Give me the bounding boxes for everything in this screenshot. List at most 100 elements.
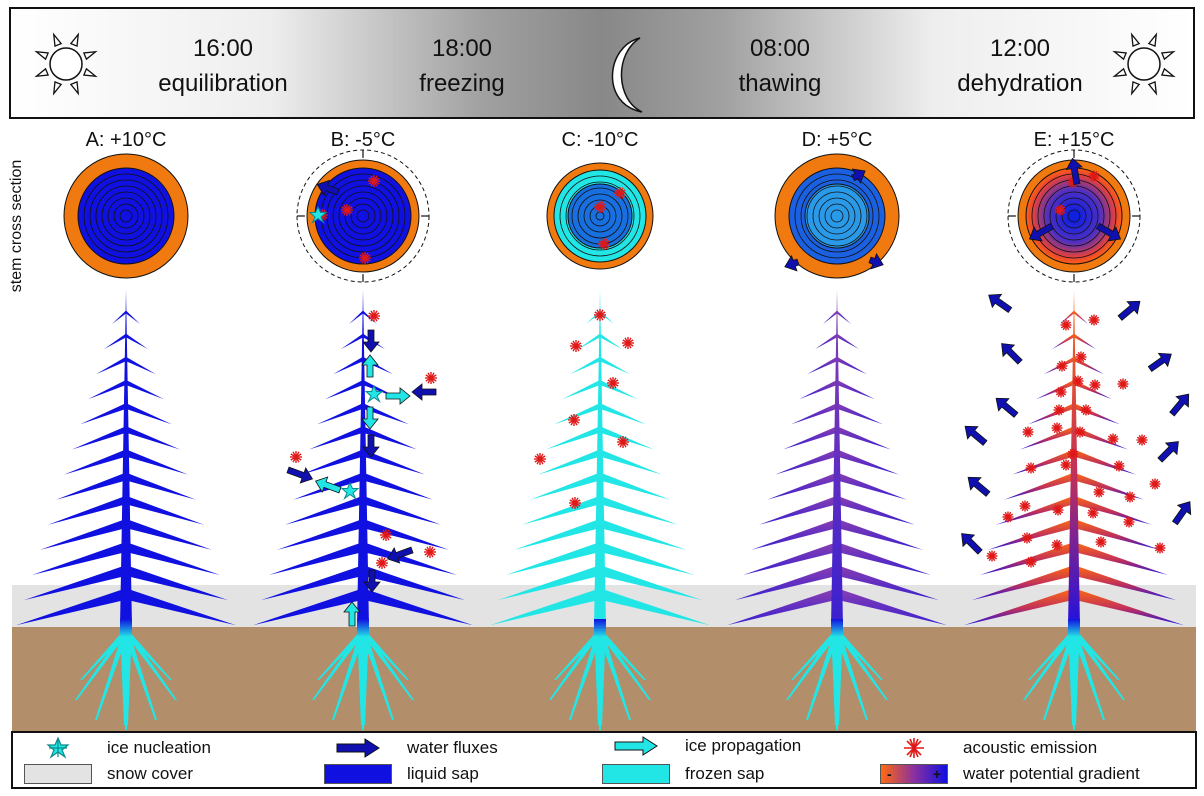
acoustic-emission-marker	[424, 546, 436, 558]
water-flux-arrow	[1001, 343, 1023, 365]
water-potential-gradient-swatch: - +	[880, 764, 948, 784]
branch	[522, 495, 600, 525]
acoustic-emission-marker	[1060, 459, 1072, 471]
branch	[815, 333, 837, 350]
acoustic-emission-marker	[341, 204, 353, 216]
acoustic-emission-marker	[1117, 378, 1129, 390]
root	[123, 631, 172, 680]
taproot	[594, 627, 606, 725]
branch	[837, 379, 875, 400]
acoustic-emission-marker	[368, 175, 380, 187]
water-flux-arrow-icon	[323, 736, 393, 760]
branch	[1036, 379, 1074, 400]
branch	[980, 542, 1074, 575]
cross-section-d	[774, 153, 900, 279]
acoustic-emission-marker	[1019, 500, 1031, 512]
stage-time: 18:00	[432, 35, 492, 62]
event-markers	[286, 157, 1192, 627]
legend-item-water-potential-gradient: - + water potential gradient	[879, 761, 1140, 787]
branch	[112, 310, 126, 324]
branch	[600, 588, 710, 626]
branch	[1004, 472, 1074, 500]
branch	[578, 333, 600, 350]
ice-propagation-arrow	[361, 406, 379, 430]
legend-item-water-fluxes: water fluxes	[323, 735, 498, 761]
branch	[48, 495, 126, 525]
moon-icon	[611, 37, 643, 113]
taproot	[831, 627, 843, 725]
acoustic-emission-marker	[1080, 404, 1092, 416]
taproot	[120, 627, 132, 725]
acoustic-emission-marker	[1087, 507, 1099, 519]
taproot	[1068, 627, 1080, 725]
legend-item-ice-propagation: ice propagation	[601, 733, 801, 759]
branch	[837, 449, 899, 475]
root	[1071, 631, 1125, 700]
acoustic-emission-marker	[1025, 462, 1037, 474]
acoustic-emission-marker	[569, 497, 581, 509]
branch	[317, 403, 363, 425]
branch	[727, 588, 837, 626]
water-flux-arrow	[363, 569, 381, 593]
timeline-stage-3: 08:00 thawing	[739, 35, 822, 97]
branch	[126, 310, 140, 324]
acoustic-emission-marker	[570, 340, 582, 352]
root	[1023, 631, 1077, 700]
root	[80, 631, 129, 680]
legend-label: ice propagation	[685, 736, 802, 755]
branch	[972, 565, 1074, 601]
ice-nucleation-marker	[340, 481, 360, 501]
stage-phase: dehydration	[957, 70, 1082, 97]
root	[597, 631, 651, 700]
root	[569, 631, 603, 720]
water-flux-arrow	[1169, 393, 1190, 417]
branch	[1074, 426, 1128, 450]
branch	[530, 472, 600, 500]
branch	[126, 449, 188, 475]
root	[317, 631, 366, 680]
panel-label-e: E: +15°C	[1034, 129, 1115, 151]
branch	[363, 565, 465, 601]
timeline-banner: 16:00 equilibration 18:00 freezing 08:00…	[9, 7, 1195, 119]
root	[834, 631, 883, 680]
branch	[837, 518, 923, 550]
stem-cross-section-label: stem cross section	[8, 160, 25, 292]
cross-section-c	[546, 162, 654, 270]
tree-b	[253, 290, 473, 730]
root	[1071, 631, 1105, 720]
acoustic-emission-marker	[1123, 516, 1135, 528]
root	[597, 631, 646, 680]
branch	[104, 333, 126, 350]
water-flux-arrow	[411, 383, 437, 401]
trunk	[357, 290, 369, 627]
branch	[506, 542, 600, 575]
branch	[988, 518, 1074, 550]
branch	[1074, 565, 1176, 601]
acoustic-emission-marker	[568, 414, 580, 426]
acoustic-emission-marker	[614, 187, 626, 199]
acoustic-emission-marker	[1072, 375, 1084, 387]
branch	[363, 426, 417, 450]
acoustic-emission-marker	[1055, 386, 1067, 398]
sun-icon	[1112, 32, 1176, 96]
branch	[32, 542, 126, 575]
root	[360, 631, 414, 700]
branch	[600, 495, 678, 525]
acoustic-emission-marker	[607, 377, 619, 389]
branch	[799, 379, 837, 400]
trunk-base	[1068, 619, 1080, 637]
timeline-stage-2: 18:00 freezing	[419, 35, 504, 97]
legend-item-acoustic-emission: acoustic emission	[879, 735, 1097, 761]
branch	[96, 356, 126, 375]
water-flux-arrow	[868, 252, 884, 270]
water-flux-arrow	[964, 425, 988, 446]
branch	[767, 472, 837, 500]
acoustic-emission-marker	[1149, 478, 1161, 490]
branch	[72, 426, 126, 450]
branch	[837, 542, 931, 575]
branch	[56, 472, 126, 500]
branch	[600, 403, 646, 425]
legend: ice nucleation water fluxes ice propagat…	[11, 731, 1197, 789]
acoustic-emission-marker	[1113, 460, 1125, 472]
